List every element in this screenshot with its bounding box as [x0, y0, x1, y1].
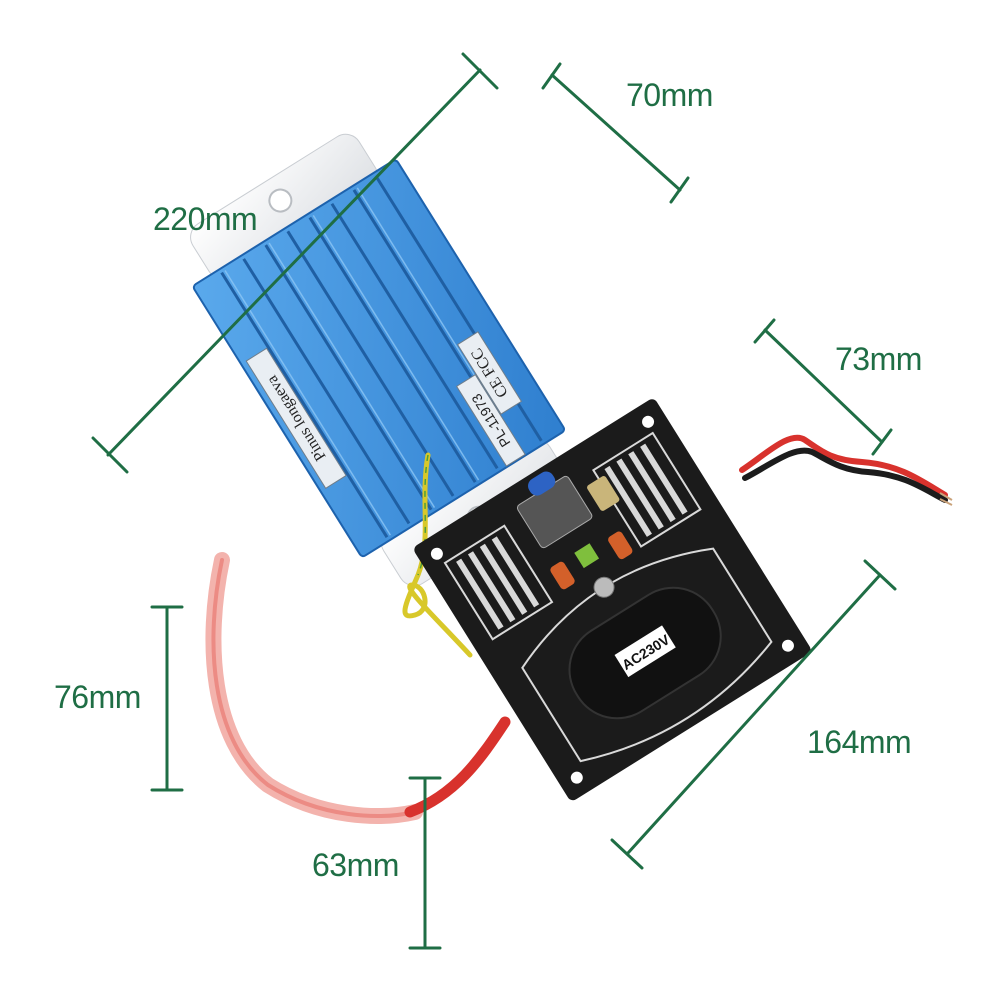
dim-label-220: 220mm [153, 201, 257, 237]
dim-label-73: 73mm [835, 341, 922, 377]
dim-label-63: 63mm [312, 847, 399, 883]
dim-line-73 [763, 328, 884, 444]
dimension-lines [91, 52, 897, 950]
power-lead-black [742, 447, 948, 503]
dim-line-70 [550, 73, 682, 192]
power-lead-red [739, 434, 948, 498]
blue-capacitor [528, 471, 556, 496]
dim-label-70: 70mm [626, 77, 713, 113]
dim-label-76: 76mm [54, 679, 141, 715]
power-supply-board: AC230V [414, 399, 811, 801]
dim-line-220 [106, 68, 482, 457]
dim-line-164 [626, 573, 882, 855]
ozone-tube: Pinus longaeva CE FCC PL-11973 [190, 133, 570, 587]
silicone-tube [205, 552, 423, 824]
aluminum-heatsink [192, 159, 565, 558]
dim-label-164: 164mm [807, 724, 911, 760]
